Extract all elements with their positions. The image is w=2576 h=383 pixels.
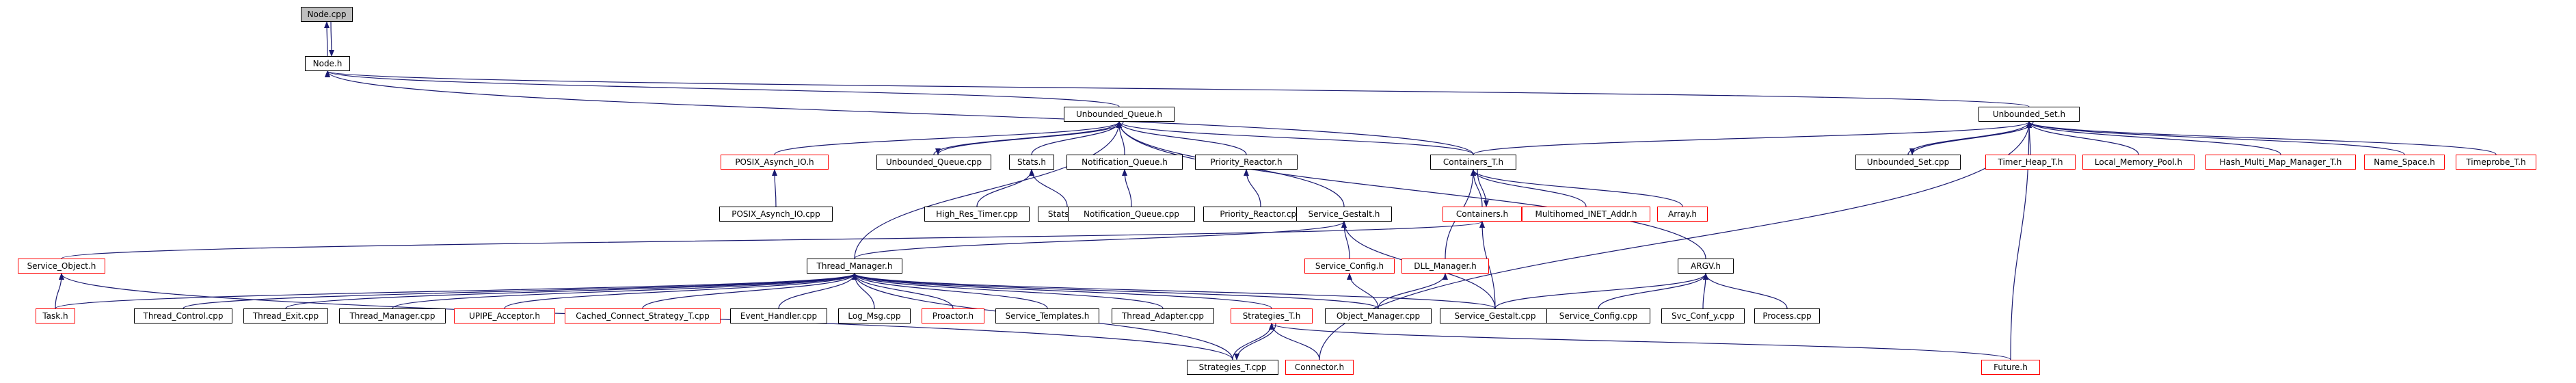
graph-edge-multihomed-inet-addr-h-to-containers-t-h xyxy=(1471,169,1587,207)
graph-node-containers-t-h[interactable]: Containers_T.h xyxy=(1430,155,1516,170)
graph-node-service-object-h[interactable]: Service_Object.h xyxy=(18,259,105,274)
graph-node-thread-exit-cpp[interactable]: Thread_Exit.cpp xyxy=(243,308,328,323)
graph-node-service-templates-h[interactable]: Service_Templates.h xyxy=(995,308,1099,323)
graph-node-event-handler-cpp[interactable]: Event_Handler.cpp xyxy=(730,308,827,323)
graph-edge-proactor-h-to-thread-manager-h xyxy=(852,273,954,309)
graph-edge-future-h-to-strategies-t-h xyxy=(1269,323,2011,360)
graph-edge-notification-queue-cpp-to-notification-queue-h xyxy=(1122,169,1132,207)
graph-edge-name-space-h-to-unbounded-set-h xyxy=(2026,121,2405,155)
graph-edge-hash-multi-map-manager-t-h-to-unbounded-set-h xyxy=(2026,121,2281,155)
graph-node-argv-h[interactable]: ARGV.h xyxy=(1678,259,1734,274)
graph-node-thread-adapter-cpp[interactable]: Thread_Adapter.cpp xyxy=(1112,308,1214,323)
graph-edge-thread-adapter-cpp-to-thread-manager-h xyxy=(852,273,1164,309)
graph-edge-process-cpp-to-argv-h xyxy=(1703,273,1788,309)
graph-edge-thread-control-cpp-to-thread-manager-h xyxy=(183,273,857,309)
graph-edge-priority-reactor-cpp-to-priority-reactor-h xyxy=(1244,169,1261,207)
graph-edge-stats-cpp-to-stats-h xyxy=(1029,169,1068,207)
graph-edge-array-h-to-containers-t-h xyxy=(1471,169,1683,207)
graph-node-unbounded-set-cpp[interactable]: Unbounded_Set.cpp xyxy=(1855,155,1961,170)
graph-node-notification-queue-cpp[interactable]: Notification_Queue.cpp xyxy=(1068,207,1195,222)
graph-node-priority-reactor-h[interactable]: Priority_Reactor.h xyxy=(1195,155,1298,170)
graph-edge-thread-manager-h-to-service-gestalt-h xyxy=(854,221,1347,259)
graph-node-timer-heap-t-h[interactable]: Timer_Heap_T.h xyxy=(1985,155,2076,170)
graph-edge-local-memory-pool-h-to-unbounded-set-h xyxy=(2026,121,2139,155)
graph-edge-thread-exit-cpp-to-thread-manager-h xyxy=(285,273,857,309)
graph-edge-node-cpp-to-node-h xyxy=(328,21,334,57)
graph-edge-service-templates-h-to-thread-manager-h xyxy=(852,273,1048,309)
graph-node-name-space-h[interactable]: Name_Space.h xyxy=(2364,155,2445,170)
graph-node-array-h[interactable]: Array.h xyxy=(1657,207,1708,222)
graph-node-service-gestalt-cpp[interactable]: Service_Gestalt.cpp xyxy=(1440,308,1551,323)
graph-node-multihomed-inet-addr-h[interactable]: Multihomed_INET_Addr.h xyxy=(1522,207,1650,222)
graph-node-service-config-cpp[interactable]: Service_Config.cpp xyxy=(1546,308,1650,323)
graph-node-hash-multi-map-manager-t-h[interactable]: Hash_Multi_Map_Manager_T.h xyxy=(2205,155,2356,170)
graph-node-log-msg-cpp[interactable]: Log_Msg.cpp xyxy=(838,308,911,323)
graph-edge-thread-manager-h-to-unbounded-queue-h xyxy=(854,121,1122,259)
graph-edge-task-h-to-thread-manager-h xyxy=(55,273,857,309)
graph-edge-object-manager-cpp-to-dll-manager-h xyxy=(1378,273,1448,309)
graph-edge-priority-reactor-h-to-unbounded-queue-h xyxy=(1116,121,1247,155)
graph-edge-unbounded-set-h-to-node-h xyxy=(325,70,2030,107)
graph-node-unbounded-set-h[interactable]: Unbounded_Set.h xyxy=(1978,107,2080,122)
graph-node-task-h[interactable]: Task.h xyxy=(36,308,75,323)
graph-node-svc-conf-y-cpp[interactable]: Svc_Conf_y.cpp xyxy=(1661,308,1745,323)
graph-edge-timeprobe-t-h-to-unbounded-set-h xyxy=(2026,121,2497,155)
graph-node-connector-h[interactable]: Connector.h xyxy=(1285,360,1354,375)
graph-edge-stats-h-to-unbounded-queue-h xyxy=(1031,121,1122,155)
graph-edge-object-manager-cpp-to-thread-manager-h xyxy=(852,273,1379,309)
graph-node-timeprobe-t-h[interactable]: Timeprobe_T.h xyxy=(2456,155,2536,170)
graph-node-strategies-t-h[interactable]: Strategies_T.h xyxy=(1231,308,1313,323)
graph-node-containers-h[interactable]: Containers.h xyxy=(1443,207,1522,222)
graph-edge-service-config-cpp-to-argv-h xyxy=(1598,273,1708,309)
graph-node-posix-asynch-io-h[interactable]: POSIX_Asynch_IO.h xyxy=(721,155,829,170)
graph-node-future-h[interactable]: Future.h xyxy=(1981,360,2040,375)
graph-edge-containers-t-h-to-unbounded-queue-h xyxy=(1116,121,1474,155)
graph-node-high-res-timer-cpp[interactable]: High_Res_Timer.cpp xyxy=(924,207,1030,222)
graph-edge-unbounded-queue-h-to-node-h xyxy=(325,70,1120,107)
graph-edge-containers-t-h-to-unbounded-set-h xyxy=(1473,121,2032,155)
graph-edge-containers-t-h-to-node-h xyxy=(325,70,1474,155)
graph-node-local-memory-pool-h[interactable]: Local_Memory_Pool.h xyxy=(2082,155,2195,170)
graph-node-thread-control-cpp[interactable]: Thread_Control.cpp xyxy=(134,308,232,323)
graph-edge-service-object-h-to-containers-h xyxy=(61,221,1485,259)
graph-edge-posix-asynch-io-h-to-unbounded-queue-h xyxy=(774,121,1122,155)
graph-node-proactor-h[interactable]: Proactor.h xyxy=(922,308,984,323)
graph-edge-cached-connect-strategy-t-cpp-to-thread-manager-h xyxy=(642,273,857,309)
graph-node-posix-asynch-io-cpp[interactable]: POSIX_Asynch_IO.cpp xyxy=(719,207,833,222)
graph-node-process-cpp[interactable]: Process.cpp xyxy=(1754,308,1820,323)
graph-node-strategies-t-cpp[interactable]: Strategies_T.cpp xyxy=(1187,360,1278,375)
graph-node-upipe-acceptor-h[interactable]: UPIPE_Acceptor.h xyxy=(454,308,555,323)
graph-edge-thread-manager-cpp-to-thread-manager-h xyxy=(392,273,857,309)
graph-edge-service-gestalt-cpp-to-thread-manager-h xyxy=(852,273,1496,309)
graph-node-dll-manager-h[interactable]: DLL_Manager.h xyxy=(1401,259,1489,274)
graph-node-node-h[interactable]: Node.h xyxy=(305,56,350,71)
graph-edge-event-handler-cpp-to-thread-manager-h xyxy=(778,273,857,309)
graph-node-priority-reactor-cpp[interactable]: Priority_Reactor.cpp xyxy=(1203,207,1318,222)
graph-node-thread-manager-h[interactable]: Thread_Manager.h xyxy=(807,259,902,274)
graph-node-cached-connect-strategy-t-cpp[interactable]: Cached_Connect_Strategy_T.cpp xyxy=(565,308,721,323)
graph-node-thread-manager-cpp[interactable]: Thread_Manager.cpp xyxy=(339,308,446,323)
graph-node-notification-queue-h[interactable]: Notification_Queue.h xyxy=(1066,155,1183,170)
graph-edge-strategies-t-h-to-thread-manager-h xyxy=(852,273,1272,309)
graph-edge-posix-asynch-io-cpp-to-posix-asynch-io-h xyxy=(772,169,778,207)
graph-node-unbounded-queue-cpp[interactable]: Unbounded_Queue.cpp xyxy=(876,155,991,170)
graph-edge-upipe-acceptor-h-to-thread-manager-h xyxy=(504,273,857,309)
graph-node-service-config-h[interactable]: Service_Config.h xyxy=(1304,259,1395,274)
graph-node-object-manager-cpp[interactable]: Object_Manager.cpp xyxy=(1325,308,1432,323)
graph-node-stats-h[interactable]: Stats.h xyxy=(1009,155,1054,170)
graph-edge-argv-h-to-unbounded-queue-h xyxy=(1116,121,1706,259)
graph-edge-object-manager-cpp-to-service-config-h xyxy=(1347,273,1379,309)
graph-edge-service-gestalt-cpp-to-argv-h xyxy=(1494,273,1708,309)
graph-node-service-gestalt-h[interactable]: Service_Gestalt.h xyxy=(1296,207,1392,222)
graph-node-node-cpp[interactable]: Node.cpp xyxy=(301,7,353,22)
graph-node-unbounded-queue-h[interactable]: Unbounded_Queue.h xyxy=(1064,107,1175,122)
